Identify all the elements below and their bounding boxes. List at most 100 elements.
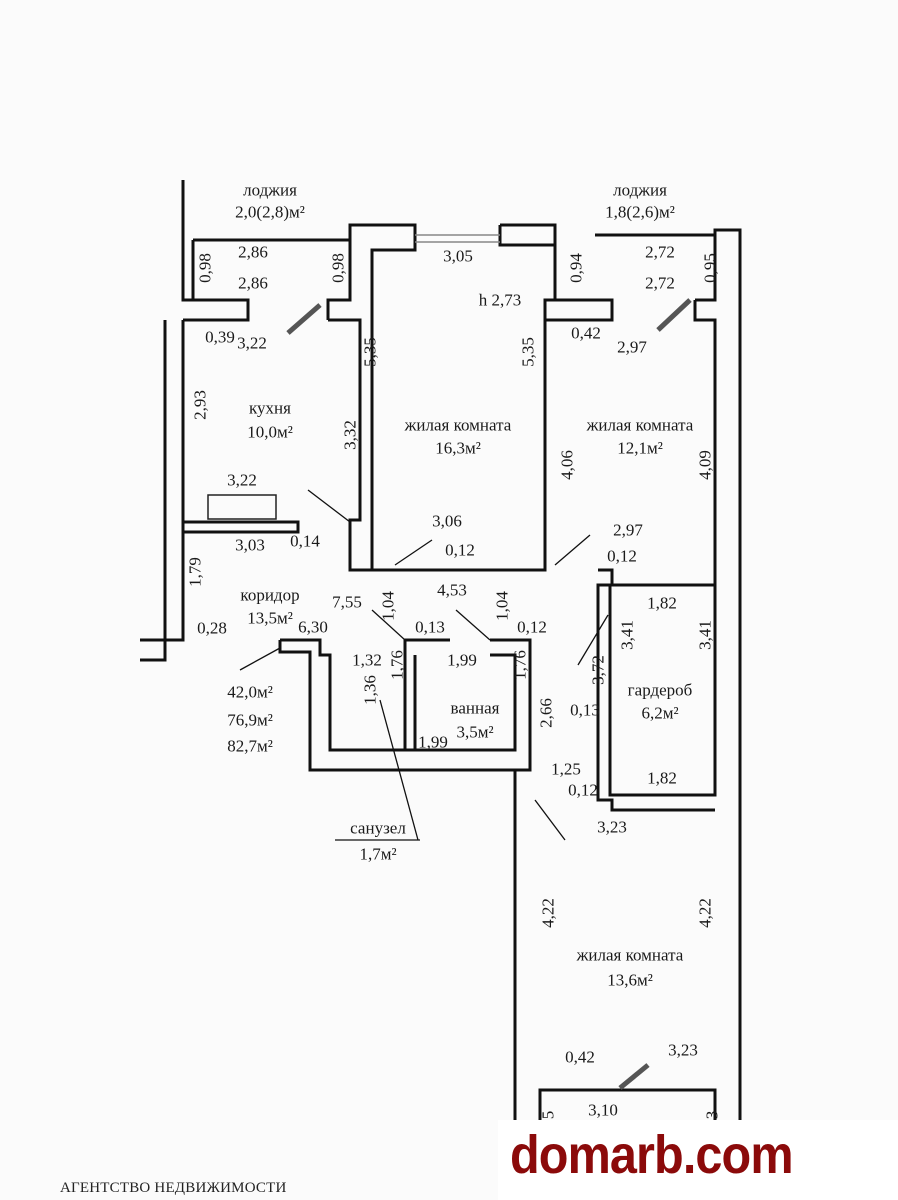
bath-block xyxy=(278,638,532,772)
dimension-label: 3,05 xyxy=(443,246,473,266)
dimension-label: 3,41 xyxy=(617,620,637,650)
dimension-label: 0,95 xyxy=(700,253,720,283)
dimension-label: 3,32 xyxy=(340,420,360,450)
dimension-label: 0,13 xyxy=(415,617,445,637)
dimension-label: 3 xyxy=(702,1110,722,1120)
dimension-label: 0,42 xyxy=(571,323,601,343)
room-name: кухня xyxy=(249,398,291,418)
room-area: 16,3м² xyxy=(435,438,481,458)
dimension-label: 1,36 xyxy=(360,675,380,705)
total-area: 42,0м² xyxy=(227,682,273,702)
dimension-label: 5,35 xyxy=(518,337,538,367)
dimension-label: 3,23 xyxy=(668,1040,698,1060)
room2-top xyxy=(498,225,555,247)
dimension-label: 2,97 xyxy=(613,520,643,540)
dimension-label: 6,30 xyxy=(298,617,328,637)
room-name: лоджия xyxy=(243,180,297,200)
dimension-label: 1,32 xyxy=(352,650,382,670)
dimension-label: 0,13 xyxy=(570,700,600,720)
dimension-label: 3,23 xyxy=(597,817,627,837)
dimension-label: 4,22 xyxy=(695,898,715,928)
doors xyxy=(239,298,692,1090)
dimension-label: 0,98 xyxy=(195,253,215,283)
room-name: ванная xyxy=(450,698,500,718)
dimension-label: 0,14 xyxy=(290,531,320,551)
room-name: коридор xyxy=(240,585,300,605)
dimension-label: 3,22 xyxy=(227,470,257,490)
dimension-label: 3,41 xyxy=(695,620,715,650)
dimension-label: 0,94 xyxy=(566,253,586,283)
dimension-label: 5 xyxy=(538,1110,558,1120)
room-name: лоджия xyxy=(613,180,667,200)
bath-block-inner xyxy=(280,638,517,752)
dimension-label: 3,22 xyxy=(237,333,267,353)
dimension-label: 1,82 xyxy=(647,593,677,613)
kitchen-left-wall-outer xyxy=(140,320,167,662)
dimension-label: 0,12 xyxy=(568,780,598,800)
dimension-label: 2,97 xyxy=(617,337,647,357)
dimension-label: 2,93 xyxy=(190,390,210,420)
agency-label: АГЕНТСТВО НЕДВИЖИМОСТИ xyxy=(60,1180,287,1196)
corridor-right xyxy=(596,568,715,812)
dimension-label: 1,76 xyxy=(510,650,530,680)
dimension-label: 1,76 xyxy=(387,650,407,680)
watermark-text: domarb.com xyxy=(510,1125,794,1185)
walls xyxy=(140,180,742,1200)
room-area: 1,7м² xyxy=(359,844,397,864)
dimension-label: 4,06 xyxy=(557,450,577,480)
counter xyxy=(183,520,300,534)
dimension-label: 0,39 xyxy=(205,327,235,347)
watermark: domarb.com xyxy=(498,1120,898,1200)
room-area: 3,5м² xyxy=(456,722,494,742)
dimension-label: 4,22 xyxy=(538,898,558,928)
room1-top-right xyxy=(360,223,557,572)
dimension-label: 3,06 xyxy=(432,511,462,531)
room-name: жилая комната xyxy=(586,415,694,435)
dimension-label: 5,35 xyxy=(360,337,380,367)
room2-balcony-wall xyxy=(545,298,614,322)
dimension-label: 0,28 xyxy=(197,618,227,638)
total-area: 82,7м² xyxy=(227,736,273,756)
dimension-label: 3,03 xyxy=(235,535,265,555)
dimension-label: 1,99 xyxy=(418,732,448,752)
room-name: жилая комната xyxy=(576,945,684,965)
room-name: гардероб xyxy=(627,680,693,700)
dimension-label: 3,10 xyxy=(588,1100,618,1120)
dimension-label: 2,86 xyxy=(238,242,268,262)
room-area: 13,6м² xyxy=(607,970,653,990)
windows xyxy=(207,234,500,520)
dimension-label: 3,72 xyxy=(588,655,608,685)
bath-partition xyxy=(403,638,450,752)
dimension-label: 0,98 xyxy=(328,253,348,283)
room-area: 1,8(2,6)м² xyxy=(605,202,675,222)
dimension-label: 0,12 xyxy=(517,617,547,637)
dimension-label: 2,66 xyxy=(536,698,556,728)
dimension-label: 0,12 xyxy=(607,546,637,566)
dimension-label: 1,82 xyxy=(647,768,677,788)
room2-right-inner xyxy=(608,300,717,797)
kitchen-room-wall xyxy=(326,223,417,572)
room2-right-wall xyxy=(695,228,742,1200)
dimension-label: 2,72 xyxy=(645,273,675,293)
room-name: жилая комната xyxy=(404,415,512,435)
room-area: 13,5м² xyxy=(247,608,293,628)
room-area: 10,0м² xyxy=(247,422,293,442)
total-area: 76,9м² xyxy=(227,710,273,730)
room-area: 12,1м² xyxy=(617,438,663,458)
dimension-label: 1,99 xyxy=(447,650,477,670)
room-area: 6,2м² xyxy=(641,703,679,723)
dimension-label: 0,12 xyxy=(445,540,475,560)
left-outer-wall xyxy=(181,180,195,302)
dimension-label: 2,72 xyxy=(645,242,675,262)
dimension-label: 4,09 xyxy=(695,450,715,480)
room-area: 2,0(2,8)м² xyxy=(235,202,305,222)
dimension-label: 7,55 xyxy=(332,592,362,612)
dimension-label: 0,42 xyxy=(565,1047,595,1067)
dimension-label: 4,53 xyxy=(437,580,467,600)
kitchen-left-wall xyxy=(140,320,185,642)
dimension-label: 2,86 xyxy=(238,273,268,293)
room-name: санузел xyxy=(350,818,406,838)
dimension-label: 1,25 xyxy=(551,759,581,779)
dimension-label: 1,04 xyxy=(492,591,512,621)
